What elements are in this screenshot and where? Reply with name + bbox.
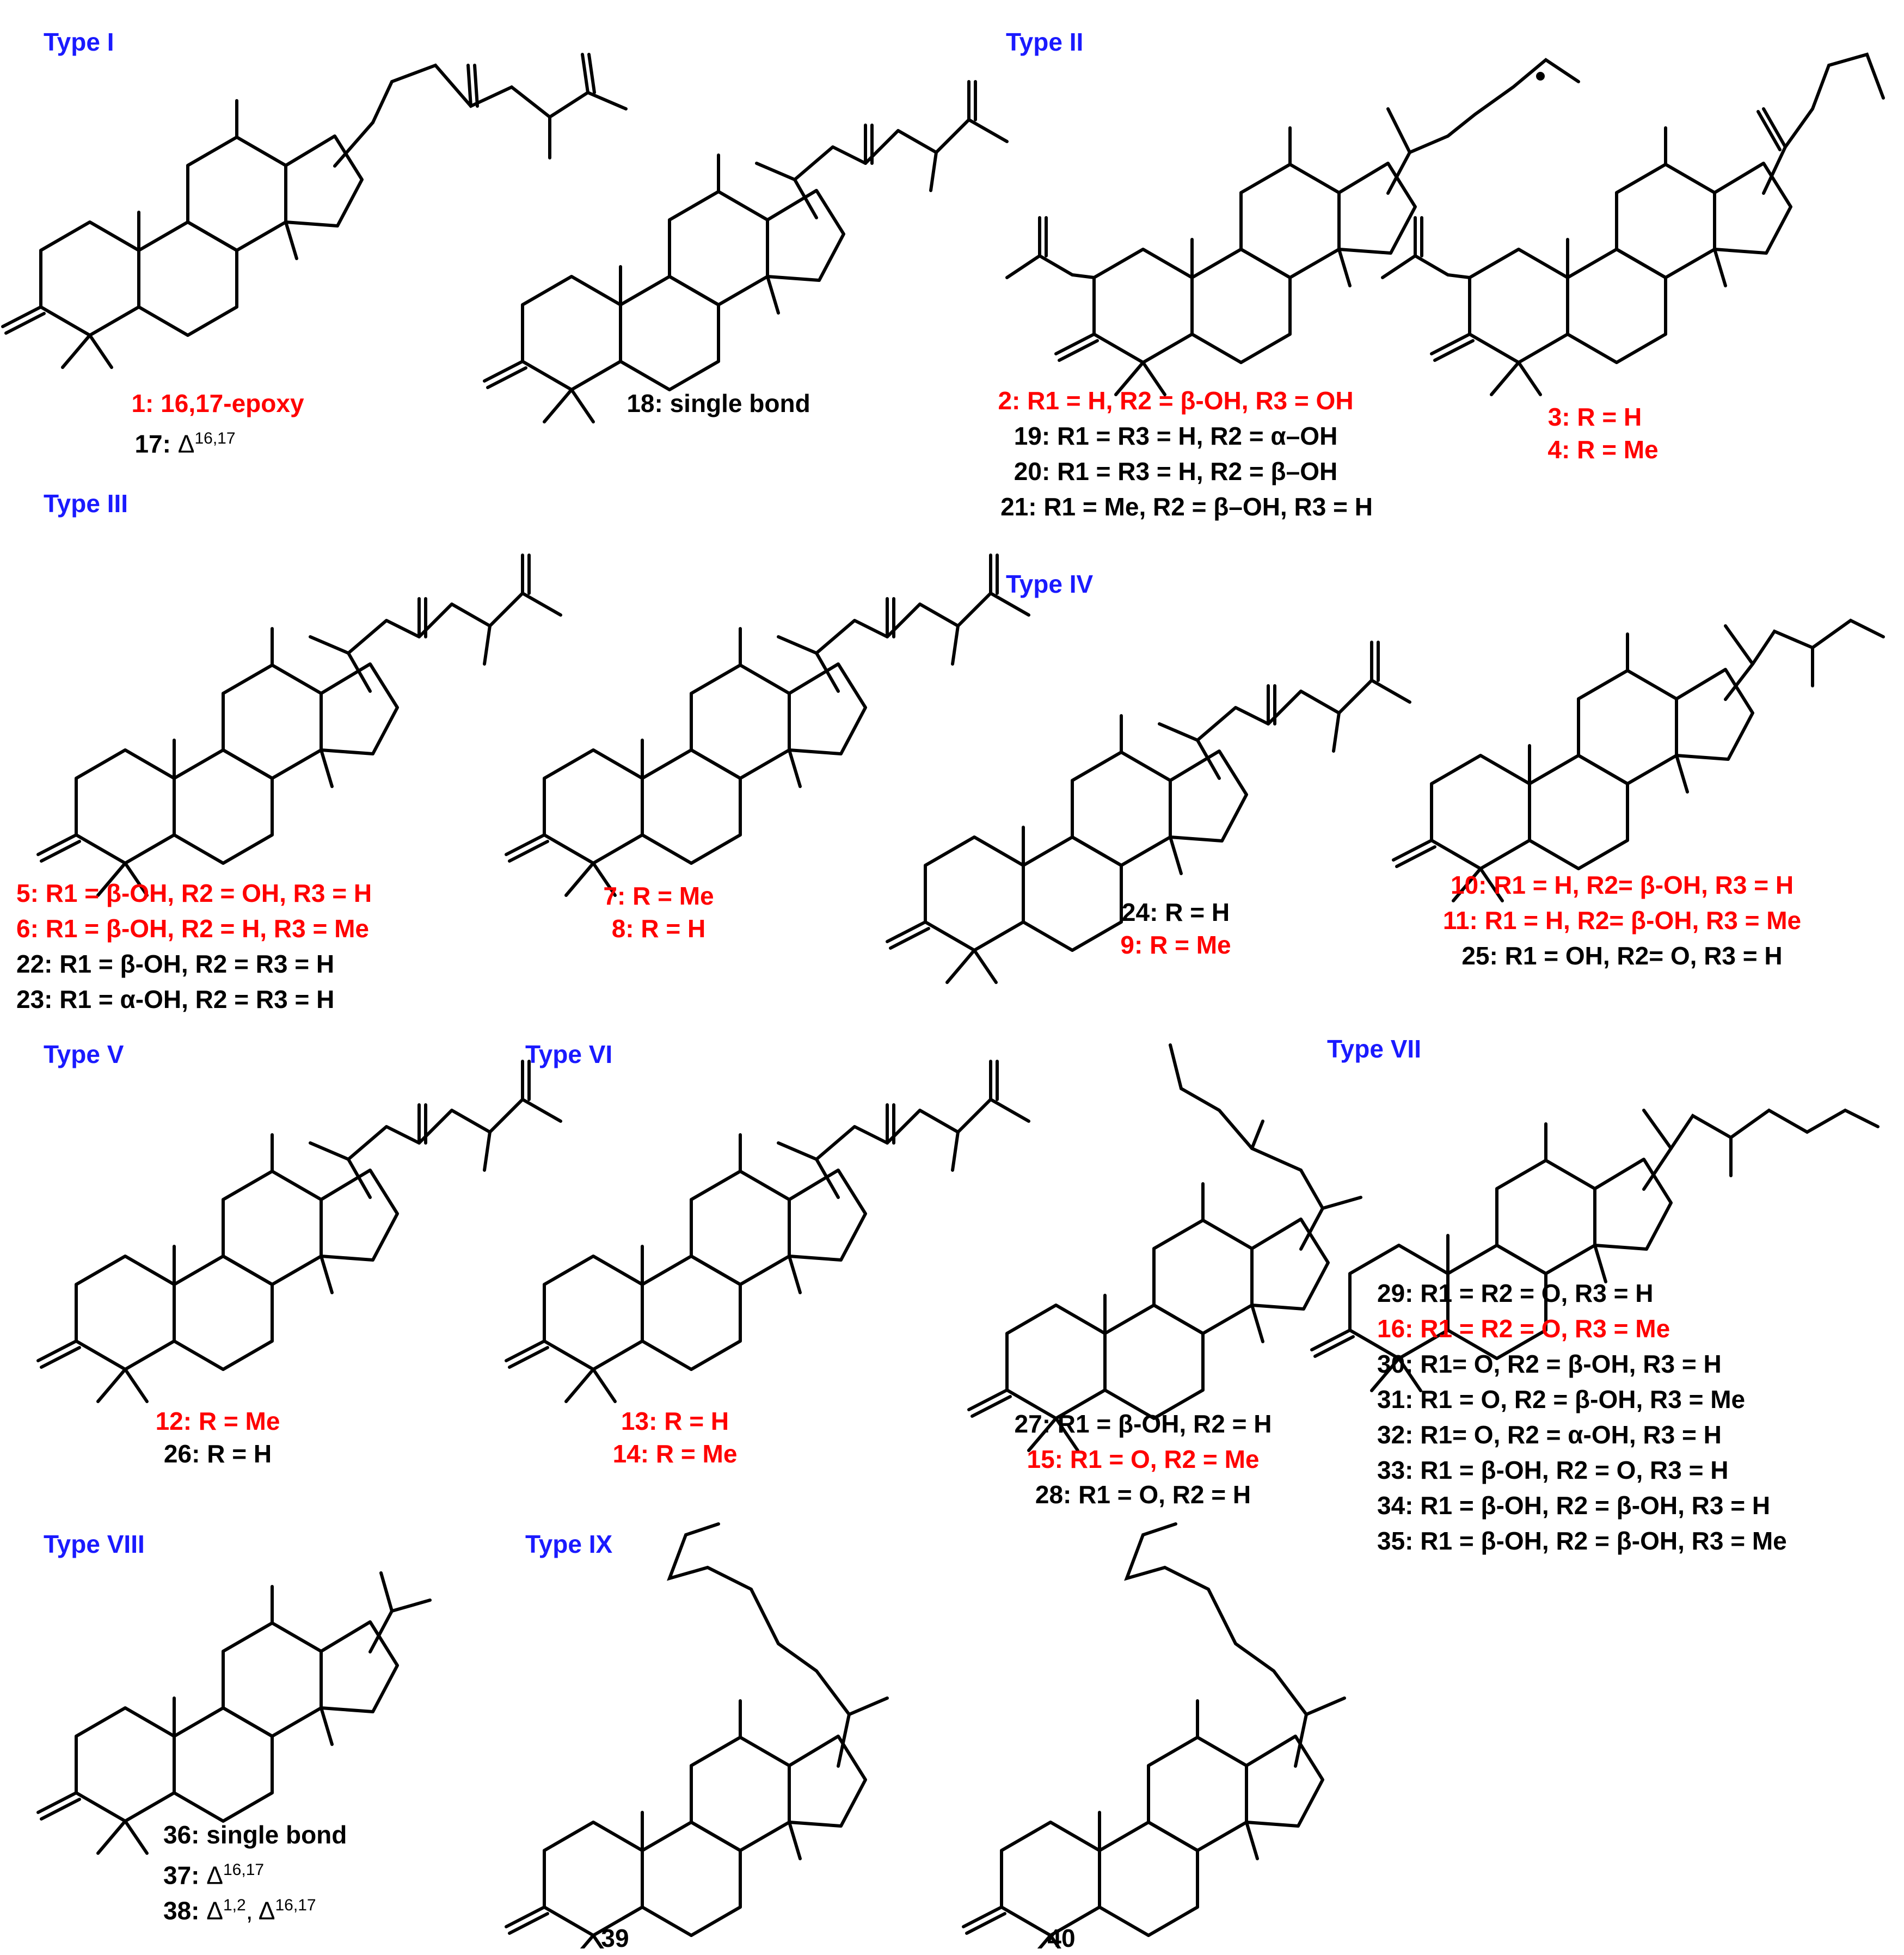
- caption-compound-9: 9: R = Me: [1120, 931, 1231, 959]
- caption-compound-27: 27: R1 = β-OH, R2 = H: [1014, 1410, 1272, 1438]
- type-heading: Type VII: [1327, 1035, 1421, 1063]
- caption-compound-22: 22: R1 = β-OH, R2 = R3 = H: [16, 950, 335, 978]
- caption-compound-16: 16: R1 = R2 = O, R3 = Me: [1377, 1314, 1670, 1343]
- caption-compound-14: 14: R = Me: [612, 1440, 738, 1468]
- caption-superscript: 16,17: [194, 429, 236, 447]
- caption-superscript: 1,2: [223, 1896, 246, 1914]
- caption-compound-36: 36: single bond: [163, 1821, 347, 1849]
- caption-compound-32: 32: R1= O, R2 = α-OH, R3 = H: [1377, 1421, 1722, 1449]
- caption-compound-7: 7: R = Me: [603, 882, 714, 910]
- caption-compound-33: 33: R1 = β-OH, R2 = O, R3 = H: [1377, 1456, 1729, 1484]
- caption-compound-30: 30: R1= O, R2 = β-OH, R3 = H: [1377, 1350, 1722, 1378]
- caption-compound-19: 19: R1 = R3 = H, R2 = α–OH: [1014, 422, 1338, 450]
- caption-compound-40: 40: [1047, 1924, 1076, 1952]
- caption-compound-37: 37: Δ16,17: [163, 1853, 264, 1892]
- caption-delta: Δ: [206, 1861, 223, 1890]
- type-heading: Type VI: [525, 1040, 613, 1068]
- type-heading: Type II: [1006, 28, 1084, 56]
- caption-compound-31: 31: R1 = O, R2 = β-OH, R3 = Me: [1377, 1385, 1746, 1413]
- caption-compound-28: 28: R1 = O, R2 = H: [1035, 1480, 1251, 1509]
- caption-delta: Δ: [258, 1896, 275, 1925]
- type-heading: Type I: [44, 28, 114, 56]
- type-heading: Type III: [44, 489, 128, 518]
- caption-compound-38: 38: Δ1,2, Δ16,17: [163, 1896, 316, 1925]
- caption-compound-4: 4: R = Me: [1547, 435, 1659, 464]
- type-heading: Type VIII: [44, 1530, 145, 1558]
- caption-superscript: 16,17: [223, 1861, 265, 1879]
- caption-compound-5: 5: R1 = β-OH, R2 = OH, R3 = H: [16, 879, 372, 907]
- caption-compound-34: 34: R1 = β-OH, R2 = β-OH, R3 = H: [1377, 1491, 1771, 1520]
- caption-number: 17:: [134, 429, 171, 458]
- caption-compound-13: 13: R = H: [621, 1407, 729, 1435]
- caption-compound-35: 35: R1 = β-OH, R2 = β-OH, R3 = Me: [1377, 1527, 1787, 1555]
- caption-compound-39: 39: [601, 1924, 629, 1952]
- caption-compound-21: 21: R1 = Me, R2 = β–OH, R3 = H: [1000, 493, 1373, 521]
- caption-compound-8: 8: R = H: [611, 914, 706, 943]
- caption-compound-1: 1: 16,17-epoxy: [131, 389, 304, 417]
- caption-compound-29: 29: R1 = R2 = O, R3 = H: [1377, 1279, 1654, 1307]
- caption-compound-11: 11: R1 = H, R2= β-OH, R3 = Me: [1442, 906, 1802, 935]
- type-heading: Type V: [44, 1040, 124, 1068]
- caption-compound-6: 6: R1 = β-OH, R2 = H, R3 = Me: [16, 914, 369, 943]
- caption-compound-26: 26: R = H: [163, 1440, 272, 1468]
- caption-number: 37:: [163, 1861, 200, 1890]
- caption-compound-17: 17: Δ16,17: [134, 422, 235, 460]
- caption-compound-2: 2: R1 = H, R2 = β-OH, R3 = OH: [998, 386, 1354, 415]
- type-heading: Type IV: [1006, 570, 1094, 598]
- caption-compound-10: 10: R1 = H, R2= β-OH, R3 = H: [1450, 871, 1794, 899]
- caption-delta: Δ: [177, 429, 195, 458]
- caption-compound-15: 15: R1 = O, R2 = Me: [1027, 1445, 1260, 1473]
- caption-superscript: 16,17: [275, 1896, 316, 1914]
- caption-compound-20: 20: R1 = R3 = H, R2 = β–OH: [1014, 457, 1338, 485]
- caption-compound-12: 12: R = Me: [155, 1407, 280, 1435]
- caption-compound-24: 24: R = H: [1121, 898, 1230, 926]
- caption-compound-18: 18: single bond: [627, 389, 810, 417]
- type-heading: Type IX: [525, 1530, 613, 1558]
- caption-delta: Δ: [206, 1896, 223, 1925]
- caption-compound-25: 25: R1 = OH, R2= O, R3 = H: [1461, 942, 1783, 970]
- caption-number: 38:: [163, 1896, 200, 1925]
- caption-compound-23: 23: R1 = α-OH, R2 = R3 = H: [16, 985, 335, 1013]
- caption-compound-3: 3: R = H: [1547, 403, 1642, 431]
